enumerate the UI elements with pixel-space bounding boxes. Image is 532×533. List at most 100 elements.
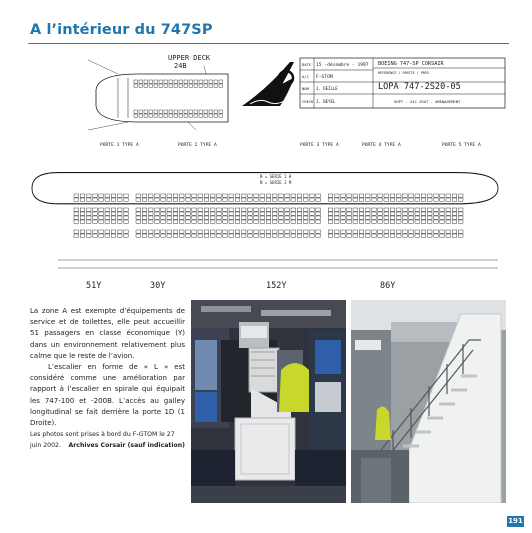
seat [241, 211, 247, 216]
seat [158, 109, 163, 114]
seat [123, 197, 129, 202]
seat [228, 197, 234, 202]
seat [198, 79, 203, 84]
seat [148, 215, 154, 220]
seat [253, 197, 259, 202]
seat [402, 215, 408, 220]
seat [234, 197, 240, 202]
seat [452, 219, 458, 224]
seat [445, 233, 451, 238]
seat [452, 193, 458, 198]
seat [198, 83, 203, 88]
seat [290, 219, 296, 224]
seat [303, 197, 309, 202]
seat [452, 211, 458, 216]
seat [390, 229, 396, 234]
seat [390, 211, 396, 216]
seat [98, 193, 104, 198]
seat [210, 211, 216, 216]
seat [402, 197, 408, 202]
seat [172, 229, 178, 234]
seat [278, 193, 284, 198]
seat [278, 207, 284, 212]
seat [340, 211, 346, 216]
door-1-label: PORTE 1 TYPE A [100, 142, 139, 148]
seat [208, 79, 213, 84]
seat [80, 219, 86, 224]
seat [352, 215, 358, 220]
seat [390, 215, 396, 220]
seat [414, 197, 420, 202]
seat [216, 229, 222, 234]
seat [328, 207, 334, 212]
seat [148, 109, 153, 114]
seat [148, 219, 154, 224]
seat [133, 113, 138, 118]
seat [402, 219, 408, 224]
seat [272, 215, 278, 220]
seat [117, 229, 123, 234]
seat [92, 207, 98, 212]
seat [377, 233, 383, 238]
seat [98, 233, 104, 238]
seat [408, 211, 414, 216]
seat [278, 219, 284, 224]
seat [421, 215, 427, 220]
seat [259, 207, 265, 212]
seat [309, 215, 315, 220]
seat [390, 197, 396, 202]
seat [433, 233, 439, 238]
seat [110, 197, 116, 202]
seat [193, 79, 198, 84]
seat [210, 193, 216, 198]
seat [203, 83, 208, 88]
seat [365, 229, 371, 234]
seat [86, 219, 92, 224]
seat [216, 233, 222, 238]
seat [402, 229, 408, 234]
seat [141, 215, 147, 220]
seat [154, 207, 160, 212]
seat [458, 219, 464, 224]
seat [179, 219, 185, 224]
seat [383, 229, 389, 234]
seat [309, 197, 315, 202]
seat [253, 211, 259, 216]
seat [328, 229, 334, 234]
seat [352, 233, 358, 238]
config-label: SHPT - 24C CRAT - AMENAGEMENT [394, 99, 461, 104]
seat [315, 233, 321, 238]
seat [135, 229, 141, 234]
seat [383, 193, 389, 198]
seat [371, 215, 377, 220]
seat [259, 219, 265, 224]
seat [166, 219, 172, 224]
seat [303, 207, 309, 212]
seat [265, 193, 271, 198]
seat [148, 211, 154, 216]
seat [154, 197, 160, 202]
seat [340, 233, 346, 238]
name-value: J. DEILLE [316, 86, 338, 91]
seat [346, 211, 352, 216]
main-deck-seats [73, 193, 464, 238]
seat [141, 193, 147, 198]
seat [168, 83, 173, 88]
seat [166, 193, 172, 198]
seat [92, 215, 98, 220]
article-text: La zone A est exempte d’équipements de s… [30, 305, 185, 428]
seat [158, 83, 163, 88]
seat [213, 113, 218, 118]
seat [173, 83, 178, 88]
seat [309, 229, 315, 234]
seat [163, 109, 168, 114]
seat [265, 219, 271, 224]
seat [414, 211, 420, 216]
upper-deck-label: UPPER DECK [168, 54, 211, 62]
seat [445, 219, 451, 224]
upper-deck-plan: UPPER DECK 24B [87, 54, 229, 131]
seat [179, 211, 185, 216]
seat [303, 193, 309, 198]
seat [334, 211, 340, 216]
seat [346, 215, 352, 220]
